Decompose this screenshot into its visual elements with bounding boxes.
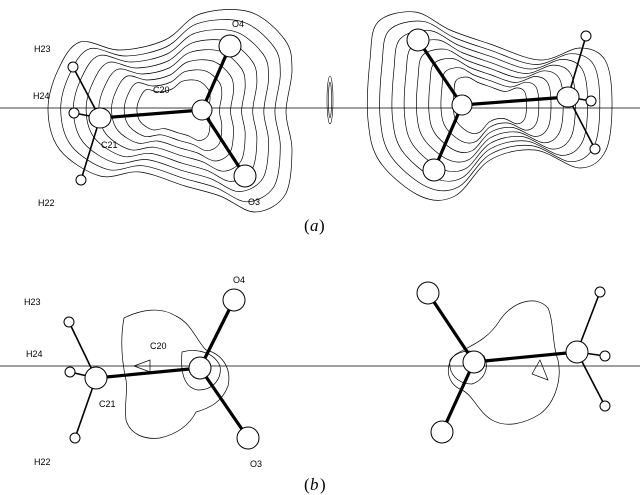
panel-a-center-ellipse-inner [328,81,332,119]
atom-h22 [75,174,87,186]
contour-ring [416,48,564,163]
contour-ring [73,29,269,192]
label-a-o4: O4 [232,19,244,29]
contour-ring [111,59,234,162]
panel-a-right-contours [367,11,613,201]
atom-o4 [218,34,242,58]
atom-o3 [233,164,257,188]
label-b-o4: O4 [233,275,245,285]
panel-b-right-atoms [416,281,611,444]
atom-c20 [191,99,213,121]
contour-ring [85,39,258,182]
atom-c21 [88,107,112,129]
panel-b-left-contours [121,309,230,439]
label-b-h24: H24 [26,349,43,359]
caption-a-open: ( [304,216,310,235]
caption-b: b [310,475,319,494]
label-b-c21: C21 [99,399,116,409]
contour-ring [367,11,613,201]
contour-ring [47,9,293,213]
label-b-h22: H22 [34,457,51,467]
label-a-h23: H23 [34,44,51,54]
contour-ring [379,20,601,192]
caption-b-open: ( [304,475,310,494]
atom-h23 [67,61,79,73]
panel-b: H23 H24 C20 C21 H22 O4 O3 ( b ) [0,275,640,494]
contour-ring [440,67,540,144]
panel-b-left-atoms [63,288,260,450]
contour-ring [123,69,223,152]
label-a-h24: H24 [33,91,50,101]
label-a-c20: C20 [153,85,170,95]
label-b-h23: H23 [24,297,41,307]
label-a-o3: O3 [248,197,260,207]
caption-a-close: ) [319,216,325,235]
contour-ring [98,49,246,172]
atom-h24 [68,107,80,119]
panel-a-center-ellipse [326,75,334,125]
panel-a-right-atoms [406,28,601,182]
contour-ring [391,30,588,182]
contour-ring [452,76,527,134]
caption-b-close: ) [320,475,326,494]
contour-ring [60,19,281,203]
label-a-h22: H22 [38,198,55,208]
label-a-c21: C21 [101,140,118,150]
caption-a: a [310,216,319,235]
panel-a-left-atoms [67,34,257,188]
label-b-c20: C20 [150,341,167,351]
contour-ring [428,57,552,154]
label-b-o3: O3 [250,459,262,469]
panel-a: H23 H24 C20 C21 H22 O4 O3 ( a ) [0,9,640,235]
panel-a-left-contours [47,9,293,213]
